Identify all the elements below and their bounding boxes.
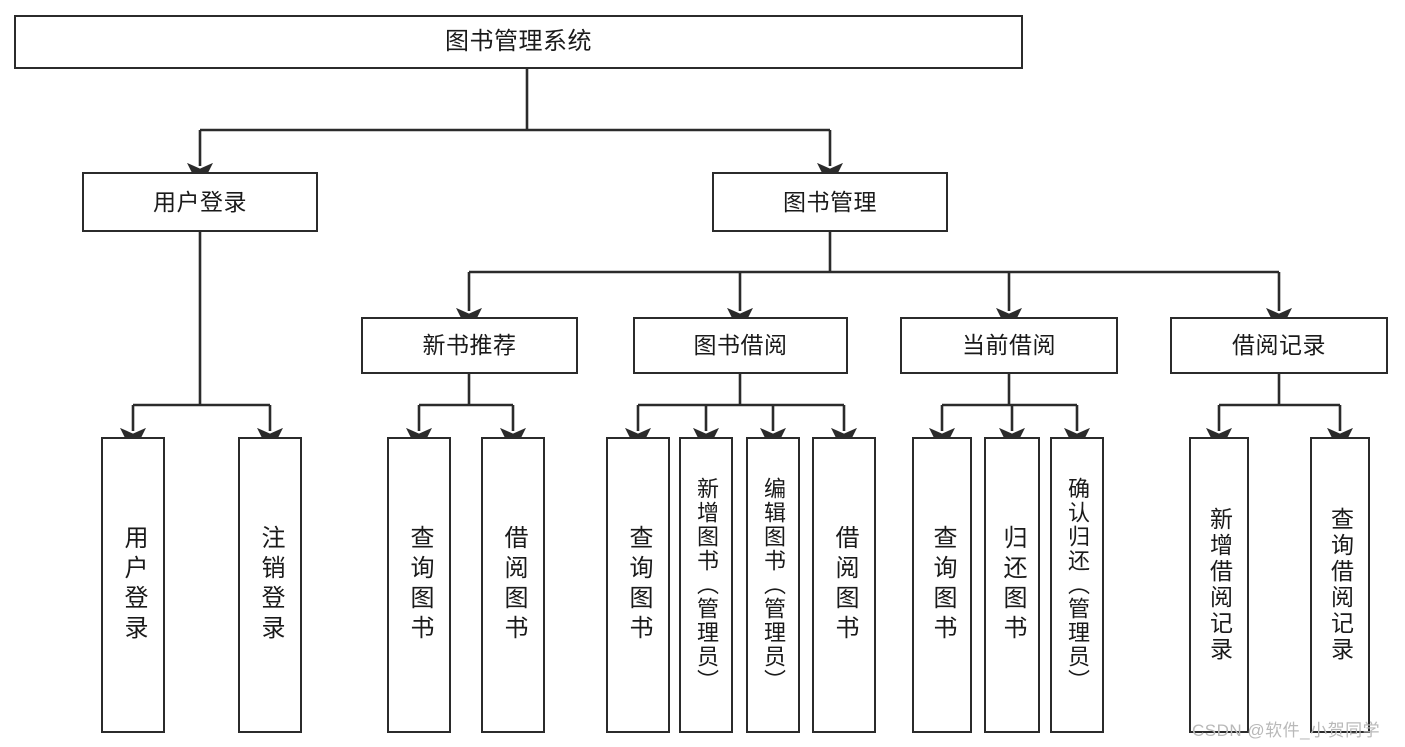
node-leaf-user-login[interactable]: 用户登录 [101, 437, 165, 733]
node-leaf-borrow-book-rec-label: 借阅图书 [500, 525, 527, 645]
node-leaf-query-record[interactable]: 查询借阅记录 [1310, 437, 1370, 733]
node-leaf-borrow-book-rec[interactable]: 借阅图书 [481, 437, 545, 733]
node-leaf-confirm-return[interactable]: 确认归还（管理员） [1050, 437, 1104, 733]
node-borrow-record[interactable]: 借阅记录 [1170, 317, 1388, 374]
node-leaf-add-record[interactable]: 新增借阅记录 [1189, 437, 1249, 733]
node-leaf-edit-book[interactable]: 编辑图书（管理员） [746, 437, 800, 733]
node-user-login-label: 用户登录 [153, 188, 247, 215]
node-leaf-add-record-label: 新增借阅记录 [1206, 507, 1233, 663]
node-leaf-borrow-book-label: 借阅图书 [831, 525, 858, 645]
csdn-watermark: CSDN @软件_小贺同学 [1192, 721, 1381, 740]
node-leaf-user-logout[interactable]: 注销登录 [238, 437, 302, 733]
node-leaf-return-book-label: 归还图书 [999, 525, 1026, 645]
node-current-borrow[interactable]: 当前借阅 [900, 317, 1118, 374]
node-leaf-query-book-rec-label: 查询图书 [406, 525, 433, 645]
node-book-manage[interactable]: 图书管理 [712, 172, 948, 232]
node-book-borrow[interactable]: 图书借阅 [633, 317, 848, 374]
node-leaf-query-book-rec[interactable]: 查询图书 [387, 437, 451, 733]
node-leaf-query-book-cur-label: 查询图书 [929, 525, 956, 645]
node-leaf-query-book-cur[interactable]: 查询图书 [912, 437, 972, 733]
node-new-book-rec-label: 新书推荐 [422, 332, 517, 359]
node-user-login[interactable]: 用户登录 [82, 172, 318, 232]
node-borrow-record-label: 借阅记录 [1232, 332, 1326, 359]
node-book-manage-label: 图书管理 [783, 188, 877, 215]
node-leaf-borrow-book[interactable]: 借阅图书 [812, 437, 876, 733]
node-leaf-query-record-label: 查询借阅记录 [1327, 507, 1354, 663]
node-root-label: 图书管理系统 [445, 28, 592, 56]
node-leaf-user-logout-label: 注销登录 [257, 525, 284, 645]
node-leaf-edit-book-label: 编辑图书（管理员） [761, 477, 786, 693]
node-current-borrow-label: 当前借阅 [962, 332, 1056, 359]
node-leaf-add-book-label: 新增图书（管理员） [694, 477, 719, 693]
node-book-borrow-label: 图书借阅 [693, 332, 788, 359]
node-leaf-confirm-return-label: 确认归还（管理员） [1065, 477, 1090, 693]
node-leaf-query-book-borrow-label: 查询图书 [625, 525, 652, 645]
node-leaf-query-book-borrow[interactable]: 查询图书 [606, 437, 670, 733]
node-new-book-rec[interactable]: 新书推荐 [361, 317, 578, 374]
node-leaf-return-book[interactable]: 归还图书 [984, 437, 1040, 733]
node-leaf-user-login-label: 用户登录 [120, 525, 147, 645]
node-leaf-add-book[interactable]: 新增图书（管理员） [679, 437, 733, 733]
node-root[interactable]: 图书管理系统 [14, 15, 1023, 69]
